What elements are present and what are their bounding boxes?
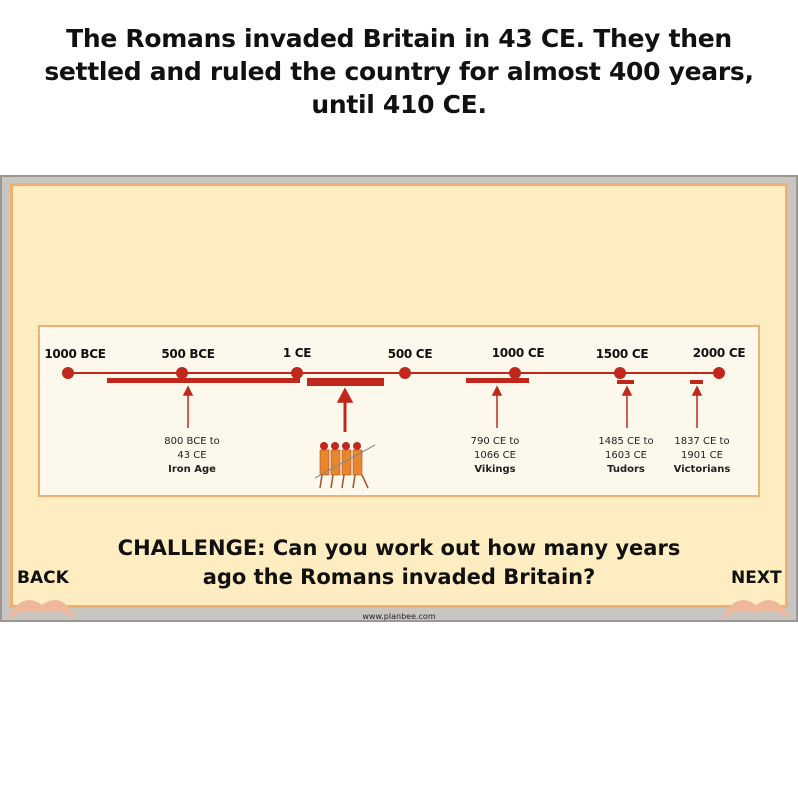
footer-url: www.planbee.com bbox=[362, 612, 436, 621]
tudors-bar bbox=[617, 380, 634, 384]
arrow-up-icon bbox=[336, 387, 354, 403]
victorians-bar bbox=[690, 380, 703, 384]
back-button[interactable]: BACK bbox=[17, 568, 69, 588]
roman-soldiers-icon bbox=[314, 442, 376, 489]
vikings-bar bbox=[466, 378, 529, 383]
tick-label: 500 BCE bbox=[161, 347, 215, 361]
tick-label: 500 CE bbox=[387, 347, 433, 361]
tick-dot bbox=[176, 367, 188, 379]
tick-dot bbox=[614, 367, 626, 379]
tick-dot bbox=[399, 367, 411, 379]
tick-label: 1 CE bbox=[282, 346, 312, 360]
timeline-box bbox=[38, 325, 760, 497]
tick-label: 1000 CE bbox=[491, 346, 545, 360]
roman-bar bbox=[307, 378, 384, 386]
tick-label: 1500 CE bbox=[595, 347, 649, 361]
tick-dot bbox=[509, 367, 521, 379]
tick-label: 2000 CE bbox=[692, 346, 746, 360]
tick-dot bbox=[62, 367, 74, 379]
tick-label: 1000 BCE bbox=[44, 347, 106, 361]
next-button[interactable]: NEXT bbox=[731, 568, 782, 588]
arrow-up-icon bbox=[182, 385, 194, 396]
arrow-up-icon bbox=[491, 385, 503, 396]
tick-dot bbox=[713, 367, 725, 379]
slide-title: The Romans invaded Britain in 43 CE. The… bbox=[44, 24, 754, 119]
arrow-up-icon bbox=[621, 385, 633, 396]
scroll-ornament-left-icon bbox=[7, 600, 77, 620]
scroll-ornament-right-icon bbox=[721, 600, 791, 620]
tick-dot bbox=[291, 367, 303, 379]
arrow-up-icon bbox=[691, 385, 703, 396]
challenge-text: CHALLENGE: Can you work out how many yea… bbox=[117, 536, 681, 589]
iron-age-bar bbox=[107, 378, 300, 383]
